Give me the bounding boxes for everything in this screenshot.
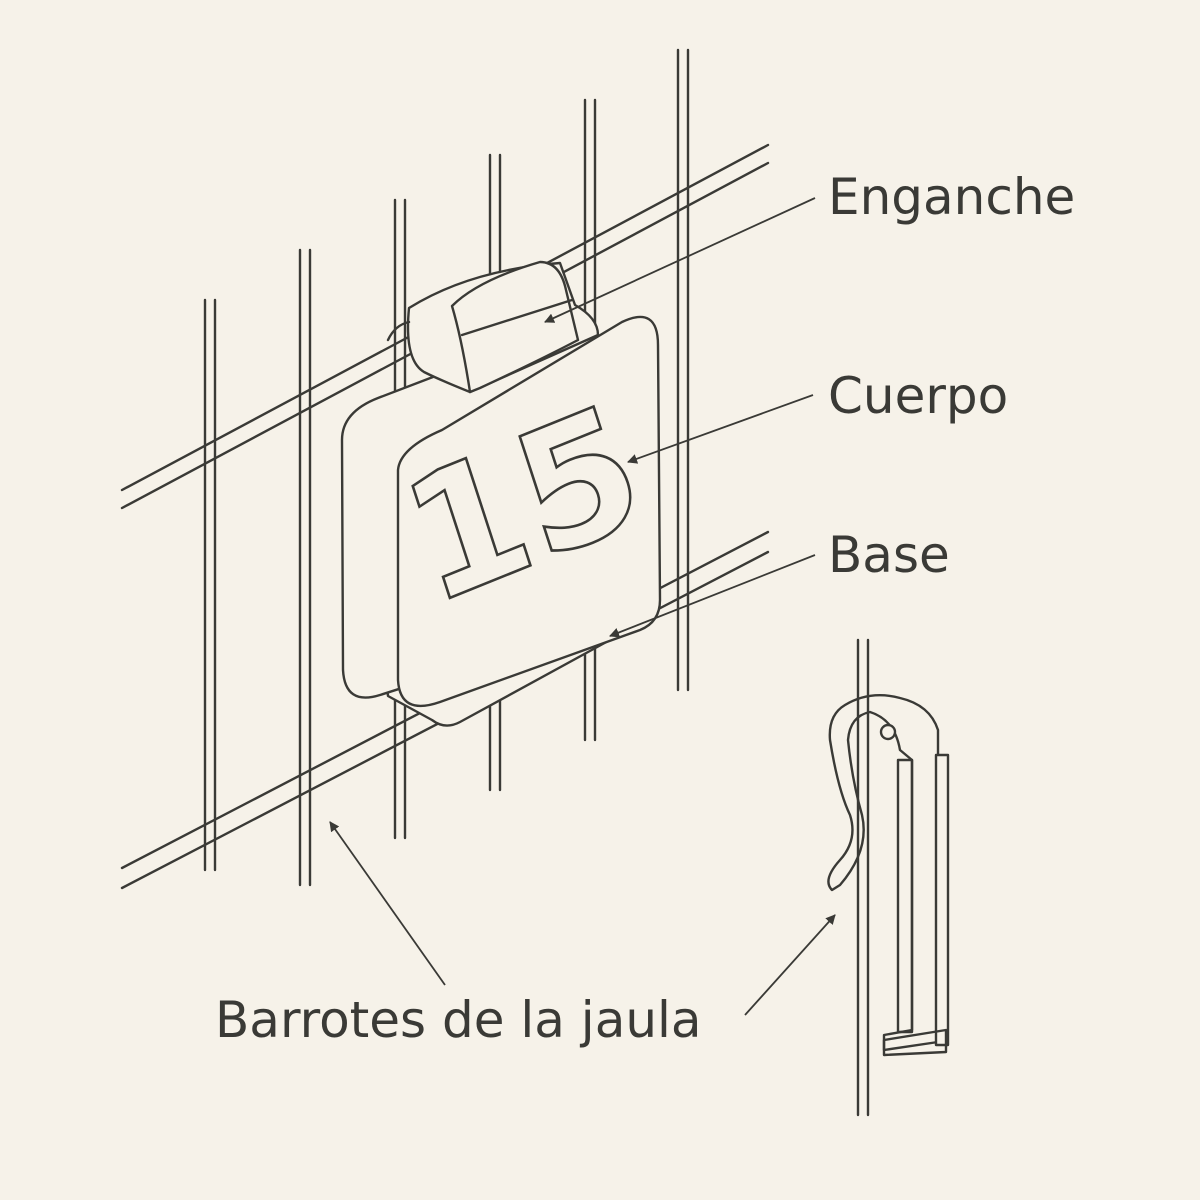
label-hook: Enganche [828,168,1075,226]
tag-hook [386,260,600,394]
label-body: Cuerpo [828,367,1008,425]
cross-section-detail [827,638,950,1117]
tag-front-plate [396,315,662,707]
label-leaders [329,197,836,1016]
label-base: Base [828,526,950,584]
label-cage-bars: Barrotes de la jaula [215,991,702,1049]
